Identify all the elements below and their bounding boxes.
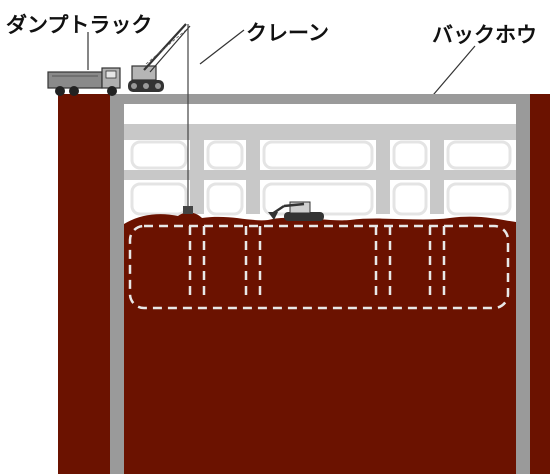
soil-left xyxy=(58,94,110,474)
strut-openings xyxy=(130,140,512,216)
soil-remaining xyxy=(124,212,516,474)
upper-strut-frame xyxy=(124,124,516,214)
backhoe-icon xyxy=(268,201,324,221)
dump-truck-label: ダンプトラック xyxy=(6,13,152,37)
retaining-wall-left xyxy=(110,94,124,474)
ground-surface-deck xyxy=(110,94,530,104)
planned-structure-outline xyxy=(128,224,510,310)
backhoe-label: バックホウ xyxy=(432,23,537,47)
soil-right xyxy=(530,94,550,474)
crane-label: クレーン xyxy=(246,21,329,45)
crane-icon xyxy=(128,23,193,214)
dump-truck-icon xyxy=(47,67,121,96)
excavated-space xyxy=(124,104,516,224)
crane-leader-line xyxy=(199,29,245,65)
retaining-wall-right xyxy=(516,94,530,474)
